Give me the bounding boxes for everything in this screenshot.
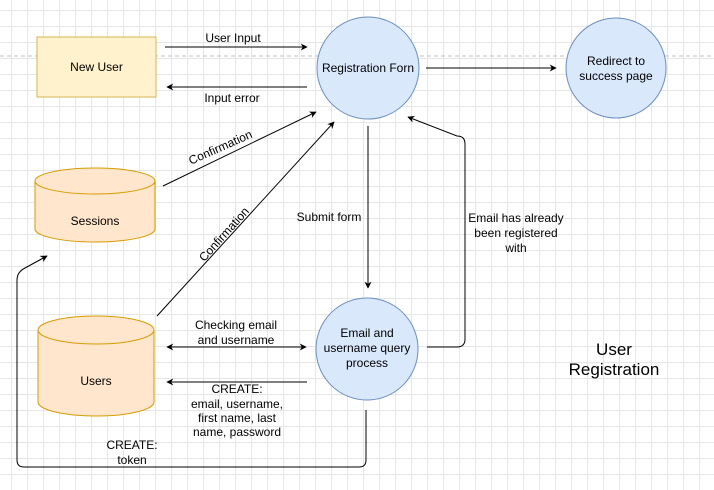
diagram-title-line-2: Registration	[569, 360, 660, 379]
label-create-token-line-1: CREATE:	[106, 438, 157, 452]
node-new-user[interactable]: New User	[36, 36, 157, 98]
label-checking-line-1: Checking email	[195, 318, 277, 332]
diagram-title-line-1: User	[596, 340, 632, 359]
node-redirect[interactable]: Redirect to success page	[565, 17, 667, 119]
sessions-label: Sessions	[71, 214, 120, 228]
label-create-user-line-1: CREATE:	[211, 382, 262, 396]
new-user-label: New User	[70, 60, 123, 74]
label-create-token-line-2: token	[117, 453, 146, 467]
label-checking-line-2: and username	[198, 333, 275, 347]
edge-confirmation-users[interactable]	[156, 121, 335, 317]
redirect-label-line-2: success page	[579, 69, 653, 83]
label-already-registered-line-3: with	[504, 241, 526, 255]
label-submit-form: Submit form	[297, 210, 362, 224]
users-label: Users	[80, 374, 111, 388]
label-already-registered-line-2: been registered	[474, 226, 557, 240]
label-create-user-line-2: email, username,	[191, 397, 283, 411]
label-input-error: Input error	[204, 91, 259, 105]
node-registration-form[interactable]: Registration Forn	[316, 16, 420, 120]
registration-form-label: Registration Forn	[322, 61, 414, 75]
email-query-label-line-2: username query	[324, 341, 411, 355]
edge-confirmation-sessions[interactable]	[162, 111, 317, 187]
email-query-label-line-1: Email and	[340, 326, 393, 340]
redirect-label-line-1: Redirect to	[587, 54, 645, 68]
label-already-registered-line-1: Email has already	[468, 211, 563, 225]
node-email-query[interactable]: Email and username query process	[315, 297, 419, 401]
node-sessions[interactable]: Sessions	[34, 167, 156, 243]
node-users[interactable]: Users	[37, 315, 155, 417]
label-confirmation-sessions: Confirmation	[186, 127, 254, 167]
email-query-label-line-3: process	[346, 356, 388, 370]
label-create-user-line-3: first name, last	[198, 411, 277, 425]
label-user-input: User Input	[205, 31, 261, 45]
label-create-user-line-4: name, password	[193, 425, 281, 439]
label-confirmation-users: Confirmation	[196, 204, 252, 264]
edge-already-registered[interactable]	[407, 116, 466, 348]
edge-create-token[interactable]	[16, 255, 367, 468]
